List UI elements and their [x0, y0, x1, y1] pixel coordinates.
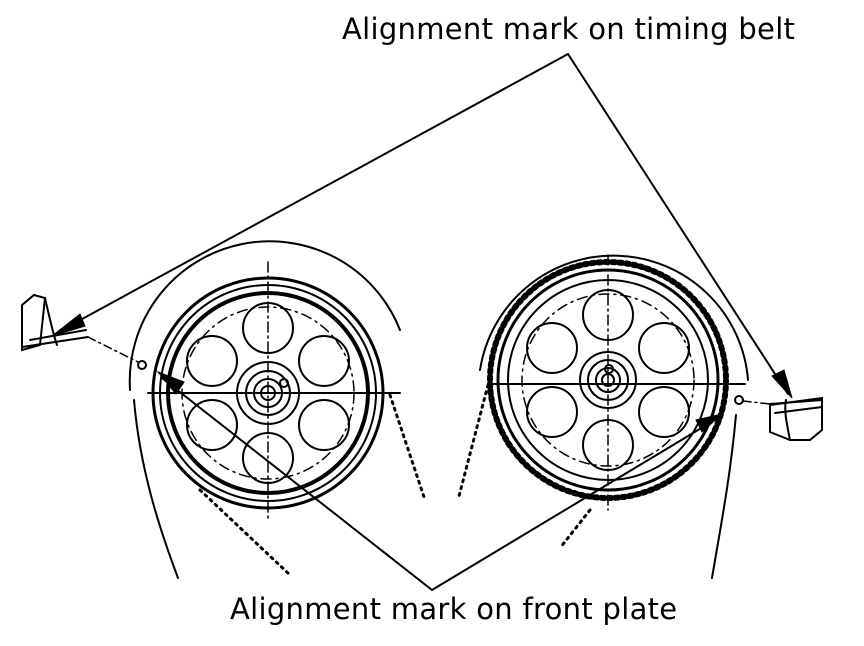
- front-plate-mark-label: Alignment mark on front plate: [230, 592, 678, 626]
- timing-belt-runs: [198, 383, 592, 577]
- left-front-plate-dot: [137, 360, 147, 370]
- left-camshaft-sprocket: [128, 240, 401, 579]
- right-camshaft-sprocket: [479, 254, 749, 579]
- timing-belt-mark-label: Alignment mark on timing belt: [342, 12, 796, 46]
- left-belt-stub: [21, 293, 89, 352]
- front-plate-leaders: [156, 370, 724, 591]
- right-front-plate-dot: [734, 395, 744, 405]
- right-belt-stub: [769, 396, 823, 441]
- timing-belt-leaders: [51, 53, 793, 399]
